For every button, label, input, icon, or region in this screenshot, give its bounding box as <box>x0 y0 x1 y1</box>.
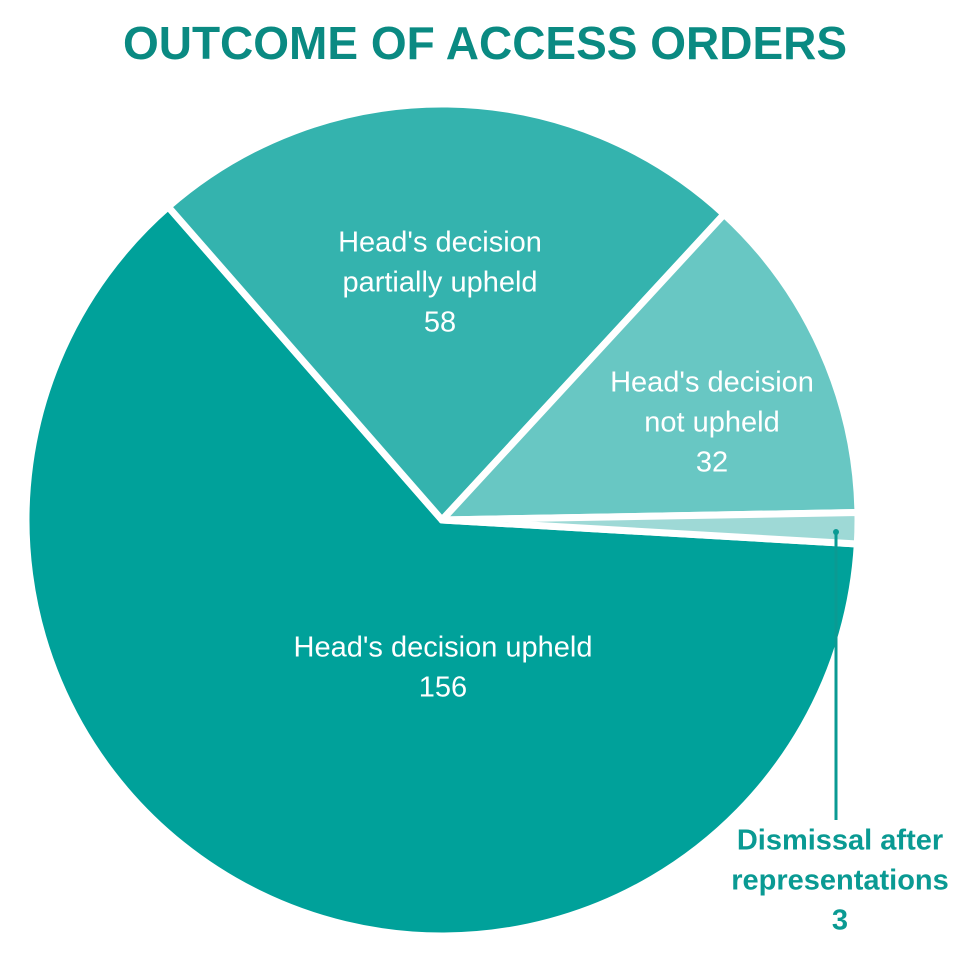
slice-category-label: Head's decision <box>338 227 542 259</box>
chart-title: OUTCOME OF ACCESS ORDERS <box>122 17 848 69</box>
slice-category-label: Dismissal after <box>737 825 943 857</box>
slice-category-label: Head's decision upheld <box>294 632 593 664</box>
slice-value-label: 58 <box>424 307 456 339</box>
slice-value-label: 156 <box>419 672 467 704</box>
slice-value-label: 3 <box>832 905 848 937</box>
slice-label-group: Dismissal after representations 3 <box>731 825 949 937</box>
pie-slice <box>438 508 862 548</box>
slice-value-label: 32 <box>696 447 728 479</box>
slice-label-group: Head's decision upheld 156 <box>294 632 593 704</box>
slice-category-label: representations <box>731 865 949 897</box>
pie-slice <box>438 210 862 524</box>
slice-category-label: not upheld <box>644 407 779 439</box>
leader-dot <box>833 529 839 535</box>
slice-category-label: Head's decision <box>610 367 814 399</box>
slice-label-group: Head's decision not upheld 32 <box>610 367 814 479</box>
pie-slice <box>164 100 728 524</box>
slice-category-label: partially upheld <box>342 267 537 299</box>
pie-slice <box>22 203 861 940</box>
slice-label-group: Head's decision partially upheld 58 <box>338 227 542 339</box>
